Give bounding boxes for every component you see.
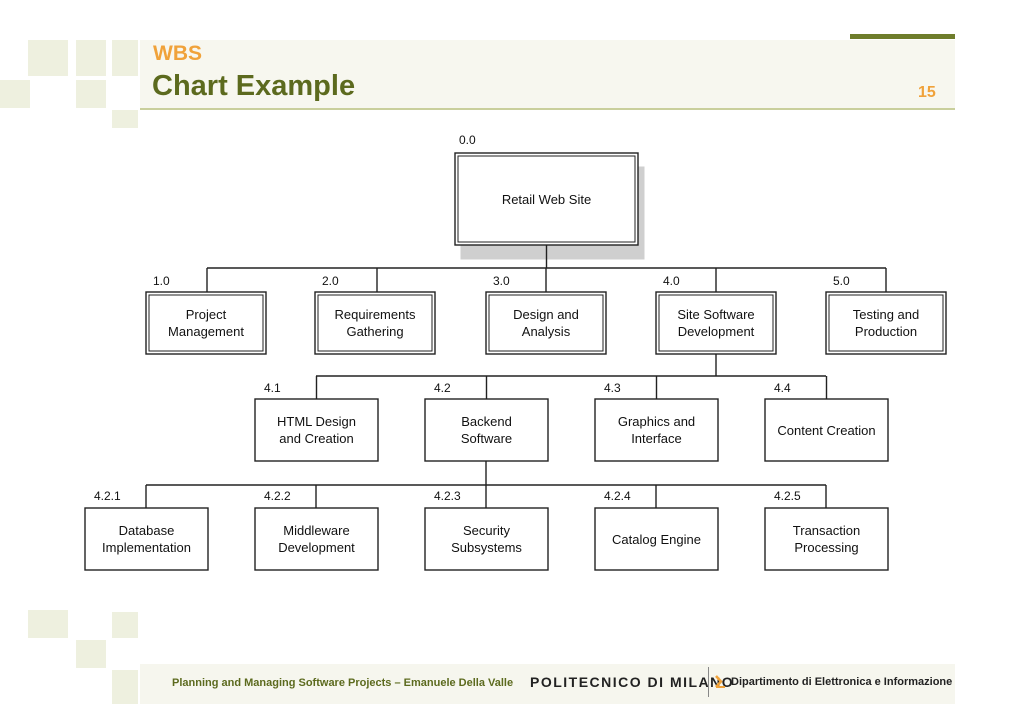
header-band	[140, 40, 955, 110]
level3-node-code-2: 4.2.3	[434, 489, 461, 503]
level1-node-code-2: 3.0	[493, 274, 510, 288]
root-node-label: Retail Web Site	[501, 191, 592, 207]
level3-node-label-2: Security Subsystems	[451, 523, 522, 555]
level2-node-label-3: Content Creation	[777, 422, 876, 438]
root-node-code: 0.0	[459, 133, 476, 147]
department-name: Dipartimento di Elettronica e Informazio…	[731, 676, 953, 688]
level1-node-2-box-inner	[488, 294, 604, 352]
level2-node-label-0: HTML Design and Creation	[277, 414, 356, 446]
level1-node-0-box-inner	[148, 294, 264, 352]
footer-band	[140, 664, 955, 704]
level1-node-label-0: Project Management	[168, 307, 244, 339]
level3-node-1-box	[254, 507, 379, 571]
level3-node-4-box	[764, 507, 889, 571]
level2-node-code-0: 4.1	[264, 381, 281, 395]
footer-text: Planning and Managing Software Projects …	[172, 677, 514, 689]
level2-node-code-2: 4.3	[604, 381, 621, 395]
level3-node-label-0: Database Implementation	[102, 523, 191, 555]
level2-node-3-box	[764, 398, 889, 462]
arrow-icon	[715, 675, 725, 688]
level1-node-label-3: Site Software Development	[677, 307, 755, 339]
level3-node-code-0: 4.2.1	[94, 489, 121, 503]
level1-node-label-1: Requirements Gathering	[334, 307, 416, 339]
background-grid	[0, 0, 140, 728]
level3-node-3-box	[594, 507, 719, 571]
header-divider	[140, 108, 955, 110]
level2-node-2-box	[594, 398, 719, 462]
level3-node-code-3: 4.2.4	[604, 489, 631, 503]
slide-title: Chart Example	[152, 70, 356, 102]
level1-node-code-0: 1.0	[153, 274, 170, 288]
level1-node-label-4: Testing and Production	[852, 307, 920, 339]
level2-node-0-box	[254, 398, 379, 462]
level2-node-1-box	[424, 398, 549, 462]
level1-node-4-box-inner	[828, 294, 944, 352]
level3-node-code-4: 4.2.5	[774, 489, 801, 503]
level3-node-label-4: Transaction Processing	[792, 523, 861, 555]
level1-node-code-1: 2.0	[322, 274, 339, 288]
level1-node-label-2: Design and Analysis	[513, 307, 579, 339]
root-node-box-inner	[457, 155, 636, 243]
level2-node-label-1: Backend Software	[460, 414, 513, 446]
level1-node-code-3: 4.0	[663, 274, 680, 288]
level2-node-code-3: 4.4	[774, 381, 791, 395]
level3-node-label-1: Middleware Development	[278, 523, 355, 555]
level1-node-code-4: 5.0	[833, 274, 850, 288]
footer-separator	[708, 667, 709, 697]
page-number: 15	[918, 84, 936, 101]
header-accent-bar	[850, 34, 955, 39]
level2-node-code-1: 4.2	[434, 381, 451, 395]
level3-node-code-1: 4.2.2	[264, 489, 291, 503]
level3-node-2-box	[424, 507, 549, 571]
level1-node-3-box-inner	[658, 294, 774, 352]
level1-node-1-box-inner	[317, 294, 433, 352]
polimi-logo: POLITECNICO DI MILANO	[530, 674, 735, 690]
level3-node-0-box	[84, 507, 209, 571]
level3-node-label-3: Catalog Engine	[612, 531, 701, 547]
slide-title-wbs: WBS	[153, 42, 202, 65]
level2-node-label-2: Graphics and Interface	[617, 414, 696, 446]
